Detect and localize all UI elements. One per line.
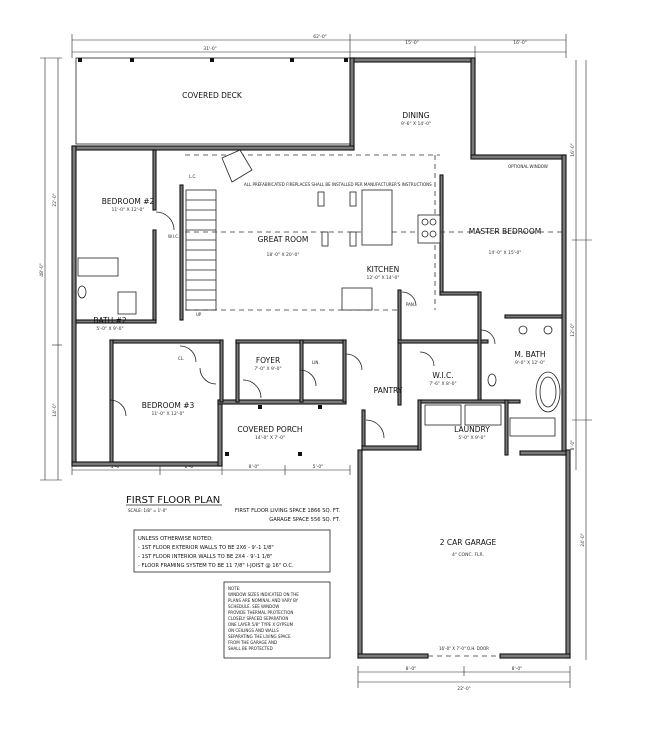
wall-note-0: UNLESS OTHERWISE NOTED: [138, 536, 213, 542]
room-foyer: FOYER [256, 356, 280, 365]
room-bedroom-3-size: 11'-0" X 12'-0" [152, 411, 185, 417]
room-master-bedroom: MASTER BEDROOM [469, 227, 541, 236]
general-note-2: PLANS ARE NOMINAL AND VARY BY [228, 598, 299, 603]
garage-door-label: 16'-0" X 7'-0" O.H. DOOR [439, 646, 489, 651]
dim-right-upper: 16'-0" [570, 143, 576, 157]
wic-small-label: W.I.C. [168, 234, 179, 239]
room-bath-2: BATH #2 [93, 316, 127, 325]
wall-note-1: - 1ST FLOOR EXTERIOR WALLS TO BE 2X6 - 9… [138, 545, 274, 551]
garage-door: 16'-0" X 7'-0" O.H. DOOR [428, 646, 500, 657]
room-kitchen: KITCHEN [367, 265, 400, 274]
room-covered-porch: COVERED PORCH [237, 425, 302, 434]
general-note-8: SEPARATING THE LIVING SPACE [228, 634, 291, 639]
general-note-9: FROM THE GARAGE AND [228, 640, 277, 645]
room-garage-size: 4" CONC. FLR. [452, 552, 484, 558]
room-garage: 2 CAR GARAGE [440, 538, 497, 547]
dim-garage-bottom-2: 8'-0" [512, 666, 523, 672]
general-note-1: WINDOW SIZES INDICATED ON THE [228, 592, 299, 597]
general-note-6: ONE LAYER 5/8" TYPE X GYPSUM [228, 622, 294, 627]
room-master-bath-size: 9'-0" X 12'-0" [515, 360, 545, 366]
room-laundry-size: 5'-0" X 9'-0" [458, 435, 485, 441]
closet-lc-label: L.C. [189, 174, 197, 179]
room-dining-size: 9'-6" X 14'-0" [401, 121, 431, 127]
general-notes: NOTE: WINDOW SIZES INDICATED ON THE PLAN… [223, 581, 331, 659]
dim-bottom-1: 5'-0" [111, 464, 122, 470]
dim-bottom-3: 8'-0" [249, 464, 260, 470]
stairs: UP [185, 189, 217, 317]
general-note-4: PROVIDE THERMAL PROTECTION [228, 610, 293, 615]
dimension-lines [40, 34, 592, 688]
optional-window-label: OPTIONAL WINDOW [508, 164, 548, 169]
general-note-5: CLOSELY SPACED SEPARATION [228, 616, 288, 621]
title-block: FIRST FLOOR PLAN SCALE: 1/8" = 1'-0" FIR… [126, 495, 340, 523]
room-foyer-size: 7'-0" X 9'-0" [254, 366, 281, 372]
closet-small-label: CL. [178, 356, 184, 361]
dim-garage-overall: 22'-0" [457, 686, 471, 692]
linen-label: LIN. [312, 360, 320, 365]
door-swings [109, 211, 496, 439]
room-wic: W.I.C. [432, 371, 453, 380]
dim-right-mid: 12'-0" [570, 323, 576, 337]
room-covered-deck: COVERED DECK [182, 91, 243, 100]
wall-note-3: - FLOOR FRAMING SYSTEM TO BE 11 7/8" I-J… [138, 563, 294, 569]
interior-walls [75, 149, 563, 463]
general-note-10: SHALL BE PROTECTED [228, 646, 273, 651]
room-master-bath: M. BATH [514, 350, 545, 359]
dim-left-lower: 14'-0" [52, 403, 58, 417]
room-laundry: LAUNDRY [454, 425, 490, 434]
dim-bottom-4: 5'-0" [313, 464, 324, 470]
living-space: FIRST FLOOR LIVING SPACE 1866 SQ. FT. [235, 508, 340, 514]
room-covered-porch-size: 14'-0" X 7'-0" [255, 435, 285, 441]
room-bedroom-3: BEDROOM #3 [142, 401, 195, 410]
exterior-walls [71, 57, 571, 659]
wall-notes: UNLESS OTHERWISE NOTED: - 1ST FLOOR EXTE… [133, 529, 331, 573]
dim-right-lower: 8'-0" [570, 440, 576, 451]
dim-top-left: 31'-0" [203, 46, 217, 52]
dim-garage-side: 24'-0" [580, 533, 586, 547]
room-great-room: GREAT ROOM [258, 235, 309, 244]
dim-left-overall: 48'-0" [39, 263, 45, 277]
room-pantry: PANTRY [374, 386, 403, 395]
room-master-bedroom-size: 14'-0" X 15'-0" [489, 250, 522, 256]
general-note-0: NOTE: [228, 586, 240, 591]
room-great-room-size: 18'-0" X 20'-0" [267, 252, 300, 258]
wall-note-2: - 1ST FLOOR INTERIOR WALLS TO BE 2X4 - 9… [138, 554, 272, 560]
plan-scale: SCALE: 1/8" = 1'-0" [128, 508, 167, 513]
callouts: ALL PREFABRICATED FIREPLACES SHALL BE IN… [168, 164, 548, 365]
dim-overall-top: 62'-0" [313, 34, 327, 40]
dim-left-upper: 22'-0" [52, 193, 58, 207]
posts [78, 58, 348, 456]
garage-space: GARAGE SPACE 556 SQ. FT. [269, 517, 340, 523]
room-wic-size: 7'-6" X 8'-0" [429, 381, 456, 387]
general-note-3: SCHEDULE. SEE WINDOW [228, 604, 279, 609]
room-bedroom-2-size: 11'-0" X 12'-0" [112, 207, 145, 213]
general-note-7: ON CEILINGS AND WALLS [228, 628, 279, 633]
room-bedroom-2: BEDROOM #2 [102, 197, 155, 206]
dim-top-right: 16'-0" [513, 40, 527, 46]
dim-garage-bottom-1: 8'-0" [406, 666, 417, 672]
room-dining: DINING [402, 111, 429, 120]
stair-up-label: UP [196, 312, 202, 317]
room-kitchen-size: 12'-0" X 14'-0" [367, 275, 400, 281]
dim-top-mid: 15'-0" [405, 40, 419, 46]
plan-title: FIRST FLOOR PLAN [126, 495, 220, 506]
fixtures [77, 149, 561, 437]
dimension-labels: 62'-0" 31'-0" 15'-0" 16'-0" 48'-0" 22'-0… [39, 34, 586, 692]
pantry-small-label: PAN. [406, 302, 415, 307]
room-bath-2-size: 5'-0" X 9'-0" [96, 326, 123, 332]
room-labels: COVERED DECK DINING 9'-6" X 14'-0" BEDRO… [93, 91, 545, 558]
ceiling-outlines [185, 154, 562, 311]
dim-bottom-2: 8'-0" [185, 464, 196, 470]
fireplace-note: ALL PREFABRICATED FIREPLACES SHALL BE IN… [244, 182, 432, 187]
